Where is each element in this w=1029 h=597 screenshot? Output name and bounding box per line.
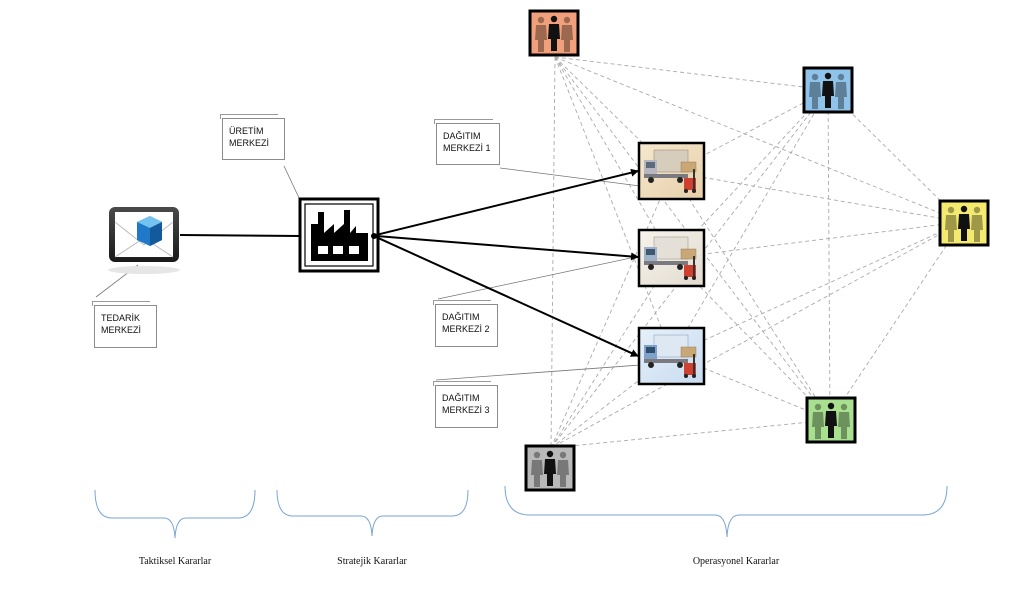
dc3-label: DAĞITIM MERKEZİ 3 [433, 381, 498, 428]
dc2-label: DAĞITIM MERKEZİ 2 [433, 300, 498, 347]
production-label-line-2: MERKEZİ [229, 138, 270, 148]
supply-to-production-line [179, 234, 301, 237]
dc1-label: DAĞITIM MERKEZİ 1 [434, 119, 500, 165]
customer-green-icon [805, 396, 857, 444]
dc2-label-line-1: DAĞITIM [442, 312, 480, 322]
dc3-truck-icon [637, 326, 706, 386]
dc1-truck-icon [637, 141, 706, 201]
arrow-to-dc2 [375, 235, 639, 261]
factory-icon [298, 197, 380, 273]
customer-orange-icon [528, 9, 580, 57]
delivery-network [550, 56, 963, 449]
arrow-to-dc3 [375, 236, 639, 357]
supply-label-line-2: MERKEZİ [101, 325, 142, 335]
dc2-truck-icon [637, 228, 706, 288]
dc3-leader-line [435, 364, 641, 381]
operational-decisions-caption: Operasyonel Kararlar [692, 556, 780, 567]
production-center-label: ÜRETİM MERKEZİ [220, 114, 285, 160]
customer-blue-icon [802, 66, 854, 114]
strategic-bracket [276, 489, 469, 537]
supply-center-icon [108, 207, 180, 274]
arrow-to-dc1 [375, 168, 639, 236]
dc2-leader-line [437, 255, 641, 300]
operational-bracket [504, 485, 948, 538]
dc2-label-line-2: MERKEZİ 2 [442, 324, 490, 334]
strategic-decisions-caption: Stratejik Kararlar [337, 556, 407, 567]
supply-center-label: TEDARİK MERKEZİ [92, 301, 157, 348]
dc3-label-line-2: MERKEZİ 3 [442, 405, 490, 415]
customer-group-icons [524, 9, 990, 492]
tactical-bracket [94, 489, 256, 539]
dc1-label-line-2: MERKEZİ 1 [443, 143, 491, 153]
customer-gray-icon [524, 444, 576, 492]
dc3-label-line-1: DAĞITIM [442, 393, 480, 403]
uretim-leader-line [283, 165, 301, 201]
customer-yellow-icon [938, 199, 990, 247]
dc1-label-line-1: DAĞITIM [443, 131, 481, 141]
tactical-decisions-caption: Taktiksel Kararlar [138, 556, 212, 567]
dc1-leader-line [499, 167, 641, 187]
supply-label-line-1: TEDARİK [101, 313, 141, 323]
production-label-line-1: ÜRETİM [229, 126, 264, 136]
